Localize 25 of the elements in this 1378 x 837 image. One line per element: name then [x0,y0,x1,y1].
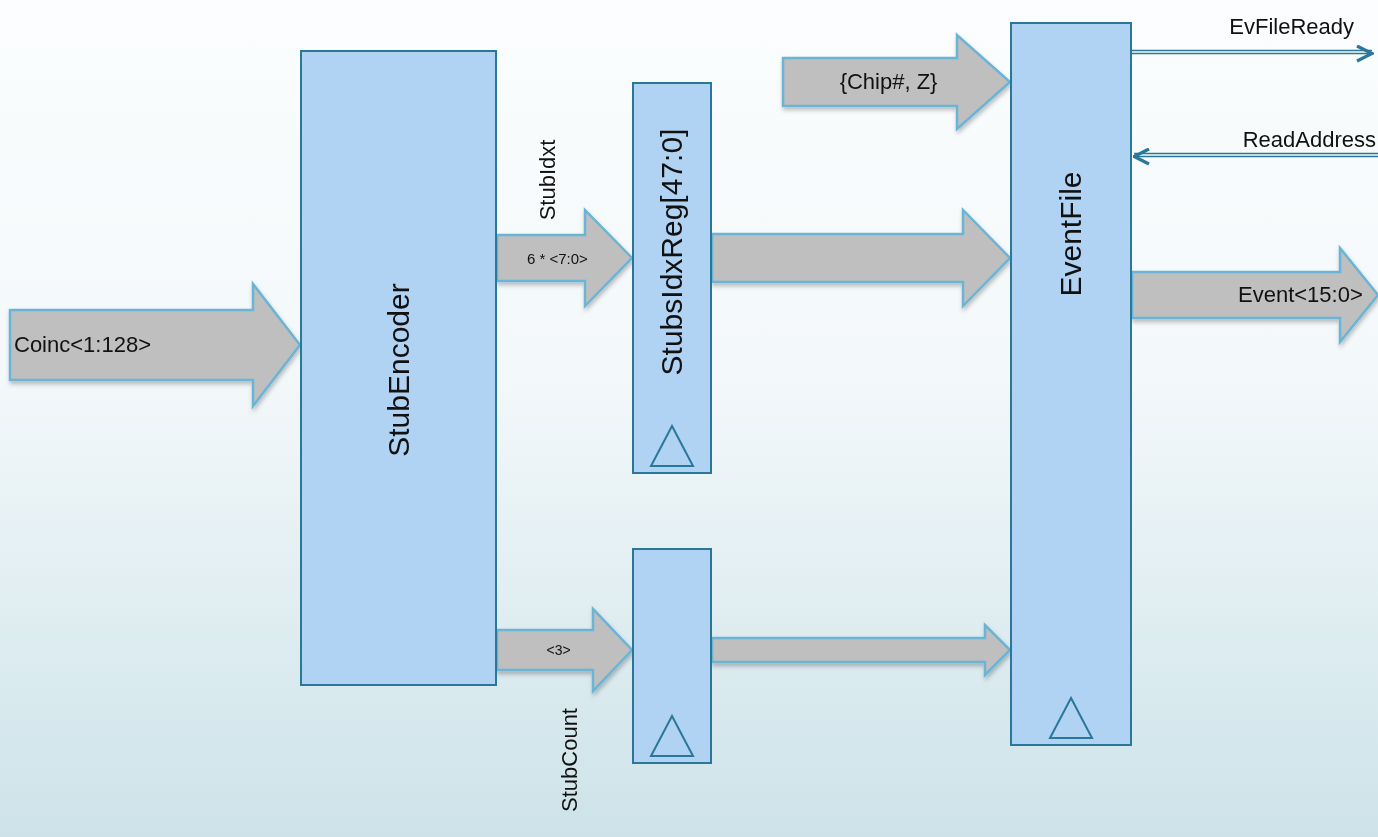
block-box [632,82,712,474]
signal-label: StubIdxt [537,139,559,221]
edge-label: Coinc<1:128> [14,334,151,356]
block-arrow [495,206,634,310]
edge-label: <3> [546,643,571,657]
register-box [632,548,712,764]
block-arrow [8,280,302,410]
block-arrow [781,32,1012,132]
block-title: StubsIdxReg[47:0] [657,128,687,376]
block-title: StubEncoder [383,283,414,457]
signal-label: StubCount [559,708,581,812]
block-arrow [710,206,1012,310]
edge-label: 6 * <7:0> [527,250,588,266]
block-arrow [495,605,634,695]
edge-label: Event<15:0> [1238,284,1363,306]
block-arrow [1130,244,1378,346]
block-box [1010,22,1132,746]
edge-label: EvFileReady [1229,16,1354,38]
signal-arrow [1131,44,1374,63]
signal-arrow [1132,147,1378,166]
edge-label: {Chip#, Z} [839,71,938,93]
block-box [300,50,497,686]
edge-label: ReadAddress [1242,129,1376,151]
block-arrow [710,622,1012,678]
block-title: EventFile [1056,171,1086,297]
